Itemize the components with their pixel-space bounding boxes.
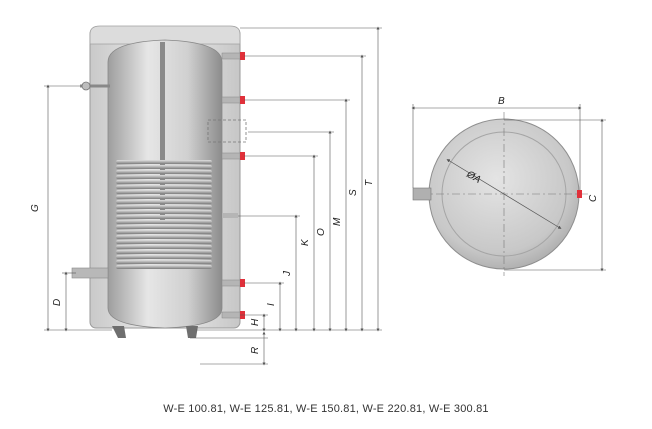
coil-turn — [116, 180, 212, 184]
dim-label-t: T — [364, 179, 375, 186]
coil-turn — [116, 250, 212, 254]
coil-turn — [116, 235, 212, 239]
sensor-pipe — [222, 213, 238, 218]
coil-turn — [116, 210, 212, 214]
dim-label-s: S — [348, 189, 359, 196]
coil-turn — [116, 265, 212, 269]
circulation-pipe — [71, 267, 109, 279]
foot-left — [112, 326, 126, 338]
coil-turn — [116, 195, 212, 199]
dim-label-g: G — [30, 204, 41, 212]
top-cap — [89, 25, 241, 45]
dim-label-r: R — [250, 347, 261, 354]
connection-pipe — [221, 311, 241, 319]
connection-pipe — [221, 52, 241, 60]
coil-turn — [116, 175, 212, 179]
connection-cap — [240, 52, 245, 60]
dim-label-h: H — [250, 318, 261, 326]
coil-turn — [116, 255, 212, 259]
coil-turn — [116, 260, 212, 264]
model-caption: W-E 100.81, W-E 125.81, W-E 150.81, W-E … — [163, 403, 489, 415]
connection-pipe — [221, 279, 241, 287]
dim-label-c: C — [588, 194, 599, 202]
diameter-a-line — [446, 159, 562, 229]
thermometer-icon — [80, 81, 110, 91]
connection-cap — [240, 96, 245, 104]
coil-turn — [116, 215, 212, 219]
coil-turn — [116, 205, 212, 209]
anode-rod — [160, 42, 165, 224]
dim-label-d: D — [52, 299, 63, 306]
dim-label-k: K — [300, 238, 311, 246]
side-dimension-labels: G D H R I J K O M S T — [30, 179, 375, 354]
top-view-connection-cap — [577, 190, 582, 198]
connection-pipe — [221, 152, 241, 160]
top-view — [412, 112, 588, 276]
coil-turn — [116, 240, 212, 244]
coil-turn — [116, 170, 212, 174]
dim-label-b: B — [498, 96, 505, 107]
top-view-pipe — [412, 187, 432, 201]
top-dimensions — [411, 104, 606, 272]
coil-turn — [116, 230, 212, 234]
side-view — [71, 25, 247, 338]
dim-label-m: M — [332, 217, 343, 226]
dim-label-o: O — [316, 228, 327, 236]
dim-label-j: J — [282, 270, 293, 277]
coil-turn — [116, 185, 212, 189]
connection-cap — [240, 152, 245, 160]
connection-pipe — [221, 96, 241, 104]
coil-turn — [116, 220, 212, 224]
connection-cap — [240, 279, 245, 287]
dim-label-i: I — [266, 303, 277, 306]
coil-turn — [116, 225, 212, 229]
coil-turn — [116, 165, 212, 169]
coil-turn — [116, 160, 212, 164]
coil-turn — [116, 190, 212, 194]
heat-exchanger-coil-icon — [116, 160, 212, 269]
coil-turn — [116, 245, 212, 249]
coil-turn — [116, 200, 212, 204]
foot-right — [186, 326, 198, 338]
side-dimensions — [44, 26, 382, 366]
